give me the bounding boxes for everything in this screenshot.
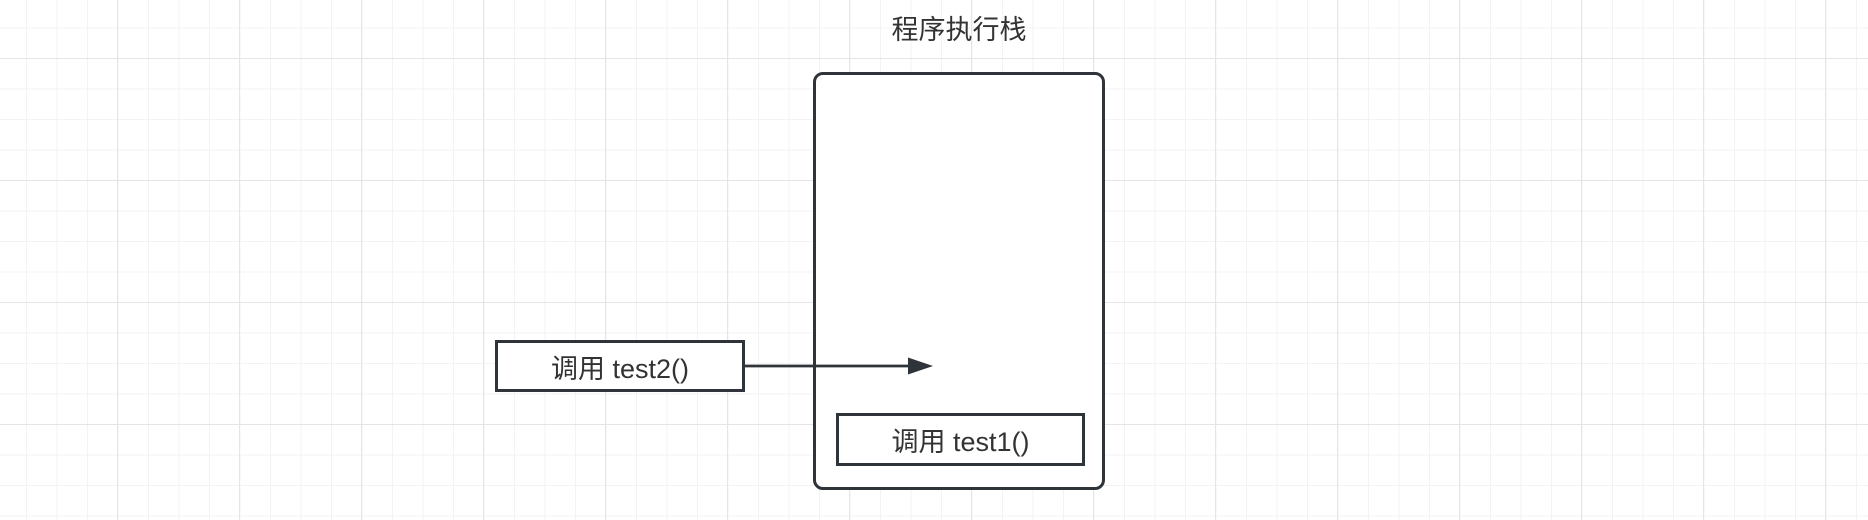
stack-title: 程序执行栈: [891, 15, 1027, 45]
call-arrow-connector[interactable]: [745, 350, 935, 382]
stack-frame-test1[interactable]: 调用 test1(): [836, 413, 1085, 466]
stack-frame-test1-label: 调用 test1(): [891, 427, 1030, 457]
arrow-right-icon: [908, 357, 933, 375]
call-test2-box[interactable]: 调用 test2(): [495, 340, 745, 392]
call-test2-label: 调用 test2(): [550, 353, 690, 384]
